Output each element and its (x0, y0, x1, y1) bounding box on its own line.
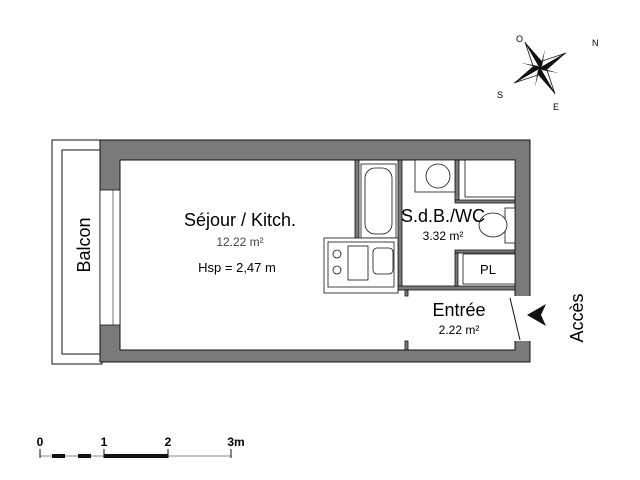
scale-bar (39, 449, 232, 458)
entree-name: Entrée (432, 300, 485, 320)
entry-door[interactable] (512, 296, 532, 341)
access-arrow-icon (527, 304, 546, 326)
partitions (354, 159, 516, 351)
window (99, 189, 121, 326)
compass-o: O (516, 34, 523, 44)
access-label: Accès (567, 293, 587, 342)
cupboard (464, 159, 516, 198)
scale-tick-3: 3m (227, 435, 244, 449)
sdb-name: S.d.B./WC (401, 206, 485, 226)
kitchenette (323, 237, 399, 294)
balcon-label: Balcon (74, 217, 94, 272)
compass-s: S (497, 90, 503, 100)
compass-e: E (553, 102, 559, 112)
compass-n: N (592, 38, 599, 48)
scale-tick-0: 0 (37, 435, 44, 449)
scale-tick-1: 1 (101, 435, 108, 449)
sdb-area: 3.32 m² (423, 229, 464, 243)
compass-rose-icon (513, 41, 567, 95)
sejour-area: 12.22 m² (216, 235, 263, 249)
scale-tick-2: 2 (165, 435, 172, 449)
placard (462, 253, 516, 285)
entree-area: 2.22 m² (439, 323, 480, 337)
sejour-name: Séjour / Kitch. (184, 210, 296, 230)
placard-label: PL (480, 262, 496, 277)
sejour-height: Hsp = 2,47 m (198, 260, 276, 275)
